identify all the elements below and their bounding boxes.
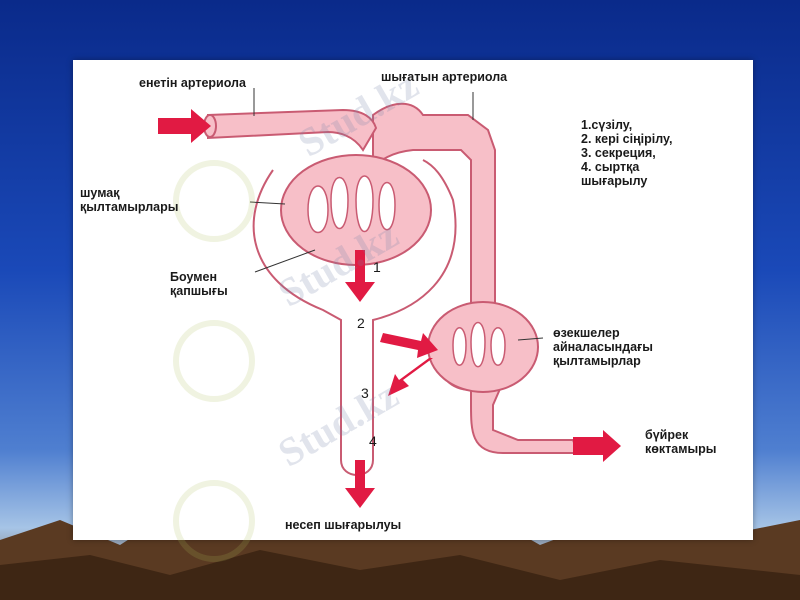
- label-peritubular: өзекшелер айналасындағы қылтамырлар: [553, 326, 653, 368]
- peritubular-loops: [452, 321, 506, 368]
- label-glomerulus: шумақ қылтамырлары: [80, 186, 178, 214]
- glomerulus-line-2: қылтамырлары: [80, 200, 179, 214]
- nephron-diagram: [158, 88, 621, 508]
- label-renal-vein: бүйрек көктамыры: [645, 428, 716, 456]
- arrow-excretion: [345, 460, 375, 508]
- bowman-line-1: Боумен: [170, 270, 217, 284]
- number-3: 3: [361, 385, 369, 401]
- label-efferent: шығатын артериола: [381, 70, 508, 84]
- step-4-cont: шығарылу: [581, 174, 648, 188]
- arrow-filtration: [345, 250, 375, 302]
- label-afferent: енетін артериола: [139, 76, 246, 90]
- step-1: 1.сүзілу,: [581, 118, 633, 132]
- bowman-line-2: қапшығы: [170, 284, 228, 298]
- peritubular-line-3: қылтамырлар: [553, 354, 641, 368]
- arrow-afferent-in: [158, 109, 211, 143]
- number-1: 1: [373, 259, 381, 275]
- glomerulus-line-1: шумақ: [80, 186, 120, 200]
- peritubular-line-2: айналасындағы: [553, 340, 653, 354]
- label-steps: 1.сүзілу, 2. кері сіңірілу, 3. секреция,…: [581, 118, 673, 188]
- step-2: 2. кері сіңірілу,: [581, 132, 673, 146]
- arrow-secretion: [388, 358, 433, 396]
- number-2: 2: [357, 315, 365, 331]
- slide-panel: Stud.kz Stud.kz Stud.kz енетін артериола…: [73, 60, 753, 562]
- label-urine: несеп шығарылуы: [285, 518, 402, 532]
- renal-vein-line-1: бүйрек: [645, 428, 689, 442]
- flow-arrows: [158, 109, 621, 508]
- step-4: 4. сыртқа: [581, 160, 640, 174]
- number-4: 4: [369, 433, 377, 449]
- afferent-arteriole: [207, 108, 378, 152]
- step-3: 3. секреция,: [581, 146, 656, 160]
- arrow-reabsorption: [380, 333, 438, 358]
- label-bowman: Боумен қапшығы: [170, 270, 228, 298]
- glomerulus-loops: [307, 175, 396, 233]
- renal-vein-line-2: көктамыры: [645, 442, 717, 456]
- efferent-arteriole: [372, 102, 580, 454]
- peritubular-line-1: өзекшелер: [553, 326, 620, 340]
- leader-lines: [249, 88, 544, 341]
- arrow-renal-vein: [573, 430, 621, 462]
